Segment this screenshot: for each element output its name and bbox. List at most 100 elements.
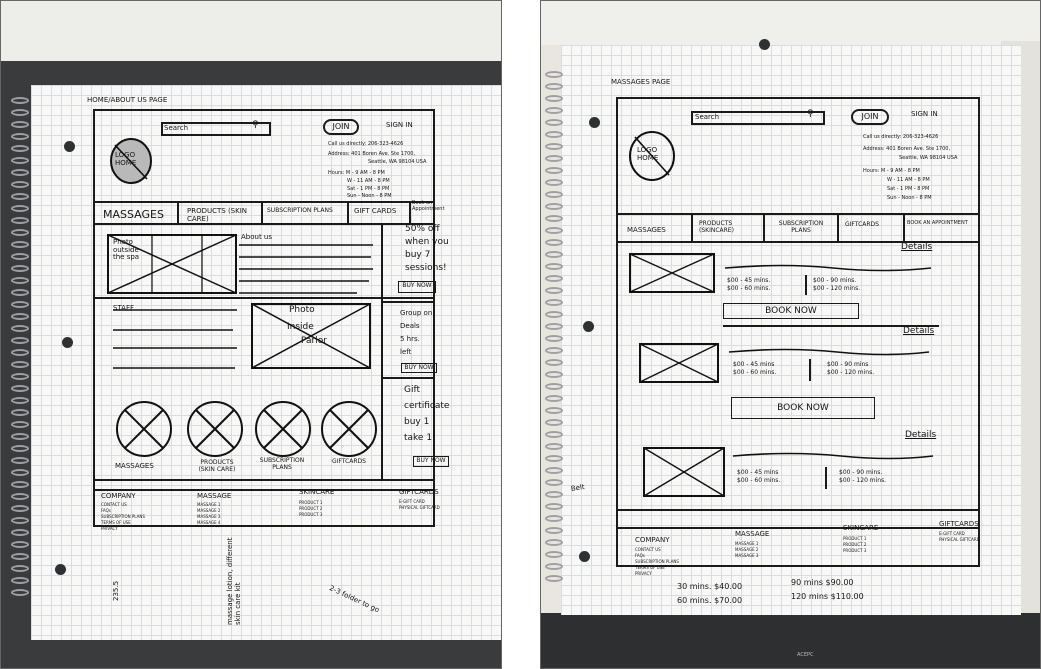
footer-top-line	[616, 509, 980, 511]
staff-text-lines	[113, 309, 237, 369]
join-button[interactable]: JOIN	[851, 109, 889, 125]
footer-massage-title: MASSAGE	[197, 492, 232, 500]
contact-address: Address: 401 Boren Ave. Ste 1700,	[863, 146, 951, 152]
nav-massages[interactable]: MASSAGES	[627, 226, 666, 234]
nav-giftcards[interactable]: GIFTCARDS	[845, 221, 879, 228]
nav-book-appointment[interactable]: Book an Appointment	[412, 200, 445, 212]
footer-skincare-title: SKINCARE	[843, 524, 879, 532]
details-link[interactable]: Details	[903, 326, 935, 336]
circle-label-giftcards[interactable]: GIFTCARDS	[332, 458, 366, 465]
notebook-sheet	[31, 85, 501, 640]
left-photo-home-sketch: HOME/ABOUT US PAGE Search ⚲ JOIN SIGN IN…	[0, 0, 502, 669]
circle-label-subscription[interactable]: SUBSCRIPTION PLANS	[259, 457, 305, 471]
buy-now-button[interactable]: BUY NOW	[401, 363, 437, 373]
price-note: 120 mins $110.00	[791, 592, 864, 601]
price-column: $00 - 90 mins.$00 - 120 mins.	[813, 277, 861, 292]
staff-label: STAFF	[113, 304, 135, 312]
search-input[interactable]	[691, 111, 825, 125]
description-line	[724, 264, 932, 272]
hours-line: W - 11 AM - 8 PM	[887, 177, 930, 183]
price-note: 30 mins. $40.00	[677, 582, 743, 591]
nav-top-line	[93, 201, 435, 203]
hours-line: Sun - Noon - 8 PM	[887, 195, 932, 201]
book-now-button[interactable]: BOOK NOW	[731, 397, 875, 419]
contact-address: Address: 401 Boren Ave. Ste 1700,	[328, 151, 416, 157]
laptop-brand: ACEPC	[797, 652, 814, 658]
nav-products[interactable]: PRODUCTS (SKIN CARE)	[187, 207, 248, 223]
buy-now-button[interactable]: BUY NOW	[413, 456, 449, 467]
background-paper	[541, 1, 1040, 45]
hours-line: W - 11 AM - 8 PM	[347, 178, 390, 184]
search-input[interactable]	[161, 122, 271, 136]
nav-divider	[691, 213, 693, 241]
margin-note: massage lotion, different skin care kit	[226, 537, 242, 625]
hours-line: Hours: M - 9 AM - 8 PM	[863, 168, 920, 174]
photo-outside-label: Photo outside the spa	[113, 238, 140, 262]
book-now-button[interactable]: BOOK NOW	[723, 303, 859, 319]
spiral-binding	[11, 97, 33, 601]
punch-hole	[589, 117, 600, 128]
description-line	[728, 348, 930, 356]
circle-label-products[interactable]: PRODUCTS (SKIN CARE)	[198, 459, 236, 473]
massage-image-placeholder	[643, 447, 725, 497]
footer-company-title: COMPANY	[635, 536, 670, 544]
background-paper	[1, 1, 501, 61]
nav-book-appointment[interactable]: BOOK AN APPOINTMENT	[907, 220, 968, 226]
sign-in-link[interactable]: SIGN IN	[386, 121, 413, 129]
nav-bottom-line	[616, 241, 980, 243]
sidebar-line	[381, 301, 435, 303]
search-icon[interactable]: ⚲	[252, 120, 259, 130]
nav-products[interactable]: PRODUCTS (SKINCARE)	[699, 220, 734, 234]
search-icon[interactable]: ⚲	[807, 109, 814, 119]
details-link[interactable]: Details	[905, 430, 937, 440]
about-text-lines	[239, 244, 373, 294]
page-title: MASSAGES PAGE	[611, 78, 671, 86]
contact-address-2: Seattle, WA 98104 USA	[368, 159, 427, 165]
nav-divider	[837, 213, 839, 241]
section-divider	[723, 325, 939, 327]
spiral-binding	[545, 71, 567, 587]
category-circles	[116, 401, 377, 457]
photo-inside-label-3: Parlor	[301, 336, 327, 346]
nav-subscription-plans[interactable]: SUBSCRIPTION PLANS	[778, 220, 824, 234]
nav-massages[interactable]: MASSAGES	[103, 208, 164, 221]
description-line	[732, 452, 934, 460]
hours-line: Hours: M - 9 AM - 8 PM	[328, 170, 385, 176]
price-note: 60 mins. $70.00	[677, 596, 743, 605]
nav-divider	[763, 213, 765, 241]
massage-image-placeholder	[629, 253, 715, 293]
price-column: $00 - 90 mins.$00 - 120 mins.	[839, 469, 887, 484]
footer-top-line	[93, 479, 435, 481]
details-link[interactable]: Details	[901, 242, 933, 252]
sidebar-line	[381, 377, 435, 379]
punch-hole	[55, 564, 66, 575]
circle-label-massages[interactable]: MASSAGES	[115, 462, 154, 470]
nav-subscription-plans[interactable]: SUBSCRIPTION PLANS	[267, 207, 333, 214]
nav-divider	[903, 213, 905, 241]
nav-divider	[261, 201, 263, 223]
nav-divider	[177, 201, 179, 223]
punch-hole	[583, 321, 594, 332]
punch-hole	[62, 337, 73, 348]
footer-company-title: COMPANY	[101, 492, 136, 500]
join-button[interactable]: JOIN	[323, 119, 359, 135]
sidebar-divider	[381, 223, 383, 479]
contact-address-2: Seattle, WA 98104 USA	[899, 155, 958, 161]
nav-top-line	[616, 213, 980, 215]
photo-inside-label-1: Photo	[289, 305, 315, 315]
wireframe-frame	[616, 97, 980, 567]
hours-line: Sat - 1 PM - 8 PM	[887, 186, 930, 192]
price-column: $00 - 45 mins.$00 - 60 mins.	[727, 277, 771, 292]
about-us-label: About us	[241, 233, 273, 241]
buy-now-button[interactable]: BUY NOW	[398, 281, 436, 293]
nav-gift-cards[interactable]: GIFT CARDS	[354, 207, 397, 215]
right-photo-massages-sketch: ACEPC MASSAGES PAGE Search ⚲ JOIN SIGN I…	[540, 0, 1041, 669]
sign-in-link[interactable]: SIGN IN	[911, 110, 938, 118]
